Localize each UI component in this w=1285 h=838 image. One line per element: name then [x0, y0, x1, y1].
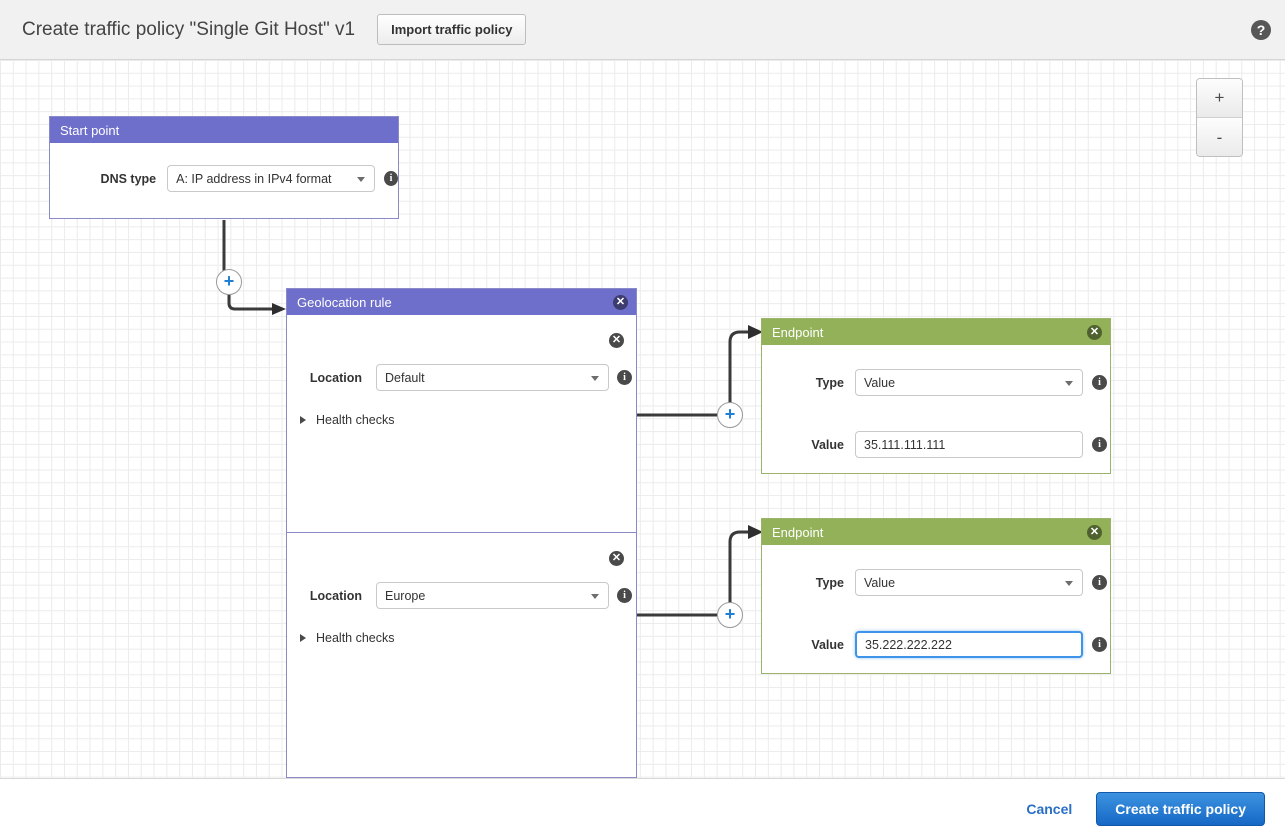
footer-action-bar: Cancel Create traffic policy: [0, 778, 1285, 838]
endpoint-type-row-2: Type Value i: [762, 545, 1110, 596]
chevron-down-icon: [1065, 580, 1073, 586]
zoom-in-button[interactable]: +: [1197, 79, 1242, 118]
chevron-right-icon: [300, 634, 306, 642]
health-checks-label-europe: Health checks: [316, 631, 395, 645]
policy-canvas[interactable]: + + + Start point DNS type A: IP address…: [0, 60, 1285, 778]
add-rule-node-start[interactable]: +: [216, 269, 242, 295]
endpoint-type-select-1[interactable]: Value: [855, 369, 1083, 396]
close-icon[interactable]: ✕: [1087, 324, 1102, 340]
app-header: Create traffic policy "Single Git Host" …: [0, 0, 1285, 60]
endpoint-value-label-2: Value: [811, 637, 844, 652]
plus-glyph: +: [724, 604, 736, 624]
plus-glyph: +: [223, 271, 235, 291]
add-geo-location-button[interactable]: + Add another geo location: [287, 777, 636, 778]
start-point-body: DNS type A: IP address in IPv4 format i: [50, 143, 398, 192]
endpoint-value-info-icon-2[interactable]: i: [1092, 637, 1107, 652]
endpoint-value-row-2: Value 35.222.222.222 i: [762, 596, 1110, 658]
endpoint-title-2: Endpoint: [772, 524, 824, 540]
location-info-icon-europe[interactable]: i: [617, 588, 632, 603]
endpoint-card-1: Endpoint ✕ Type Value i Value 35.111.111…: [761, 318, 1111, 474]
health-checks-expander-europe[interactable]: Health checks: [300, 631, 636, 645]
location-select-europe[interactable]: Europe: [376, 582, 609, 609]
location-info-icon-default[interactable]: i: [617, 370, 632, 385]
endpoint-type-value-2: Value: [864, 575, 896, 590]
dns-type-label: DNS type: [100, 171, 157, 186]
dns-type-row: DNS type A: IP address in IPv4 format i: [50, 143, 398, 192]
endpoint-card-2: Endpoint ✕ Type Value i Value 35.222.222…: [761, 518, 1111, 674]
endpoint-value-text-2: 35.222.222.222: [865, 637, 952, 652]
endpoint-header-2: Endpoint ✕: [762, 519, 1110, 545]
close-icon[interactable]: ✕: [613, 294, 628, 310]
endpoint-type-info-icon-2[interactable]: i: [1092, 575, 1107, 590]
health-checks-label-default: Health checks: [316, 413, 395, 427]
help-icon[interactable]: ?: [1251, 20, 1271, 40]
import-traffic-policy-button[interactable]: Import traffic policy: [377, 14, 527, 45]
create-traffic-policy-button[interactable]: Create traffic policy: [1096, 791, 1265, 826]
endpoint-value-info-icon-1[interactable]: i: [1092, 437, 1107, 452]
start-point-title: Start point: [60, 122, 120, 138]
dns-type-select[interactable]: A: IP address in IPv4 format: [167, 165, 376, 192]
endpoint-type-select-2[interactable]: Value: [855, 569, 1083, 596]
dns-type-value: A: IP address in IPv4 format: [176, 171, 332, 186]
geo-location-section-default: ✕ Location Default i Health checks: [287, 315, 636, 532]
location-value-europe: Europe: [385, 588, 426, 603]
location-value-default: Default: [385, 370, 425, 385]
location-row-europe: Location Europe i: [287, 533, 636, 609]
endpoint-type-label-2: Type: [815, 575, 844, 590]
remove-location-default-icon[interactable]: ✕: [609, 333, 624, 348]
geo-location-section-europe: ✕ Location Europe i Health checks: [287, 532, 636, 777]
location-row-default: Location Default i: [287, 315, 636, 391]
location-label-europe: Location: [309, 588, 362, 603]
add-rule-node-europe[interactable]: +: [717, 602, 743, 628]
endpoint-value-input-2[interactable]: 35.222.222.222: [855, 631, 1083, 658]
endpoint-value-label-1: Value: [811, 437, 844, 452]
start-point-card: Start point DNS type A: IP address in IP…: [49, 116, 399, 219]
endpoint-type-row-1: Type Value i: [762, 345, 1110, 396]
geolocation-rule-header: Geolocation rule ✕: [287, 289, 636, 315]
add-rule-node-default[interactable]: +: [717, 402, 743, 428]
endpoint-type-info-icon-1[interactable]: i: [1092, 375, 1107, 390]
canvas-zoom-controls: + -: [1196, 78, 1243, 157]
chevron-right-icon: [300, 416, 306, 424]
page-title: Create traffic policy "Single Git Host" …: [22, 18, 356, 40]
location-label-default: Location: [309, 370, 362, 385]
endpoint-title-1: Endpoint: [772, 324, 824, 340]
endpoint-type-label-1: Type: [815, 375, 844, 390]
close-icon[interactable]: ✕: [1087, 524, 1102, 540]
endpoint-type-value-1: Value: [864, 375, 896, 390]
endpoint-header-1: Endpoint ✕: [762, 319, 1110, 345]
geolocation-rule-title: Geolocation rule: [297, 294, 392, 310]
endpoint-value-input-1[interactable]: 35.111.111.111: [855, 431, 1083, 458]
cancel-button[interactable]: Cancel: [1026, 800, 1073, 817]
endpoint-body-1: Type Value i Value 35.111.111.111 i: [762, 345, 1110, 458]
endpoint-body-2: Type Value i Value 35.222.222.222 i: [762, 545, 1110, 658]
endpoint-value-text-1: 35.111.111.111: [864, 437, 946, 452]
plus-glyph: +: [724, 404, 736, 424]
zoom-out-button[interactable]: -: [1197, 118, 1242, 156]
dns-type-info-icon[interactable]: i: [384, 171, 398, 186]
chevron-down-icon: [357, 176, 366, 182]
geolocation-rule-card: Geolocation rule ✕ ✕ Location Default i …: [286, 288, 637, 778]
remove-location-europe-icon[interactable]: ✕: [609, 551, 624, 566]
chevron-down-icon: [591, 593, 599, 599]
chevron-down-icon: [1065, 380, 1073, 386]
chevron-down-icon: [591, 375, 599, 381]
location-select-default[interactable]: Default: [376, 364, 609, 391]
start-point-header: Start point: [50, 117, 398, 143]
endpoint-value-row-1: Value 35.111.111.111 i: [762, 396, 1110, 458]
health-checks-expander-default[interactable]: Health checks: [300, 413, 636, 427]
